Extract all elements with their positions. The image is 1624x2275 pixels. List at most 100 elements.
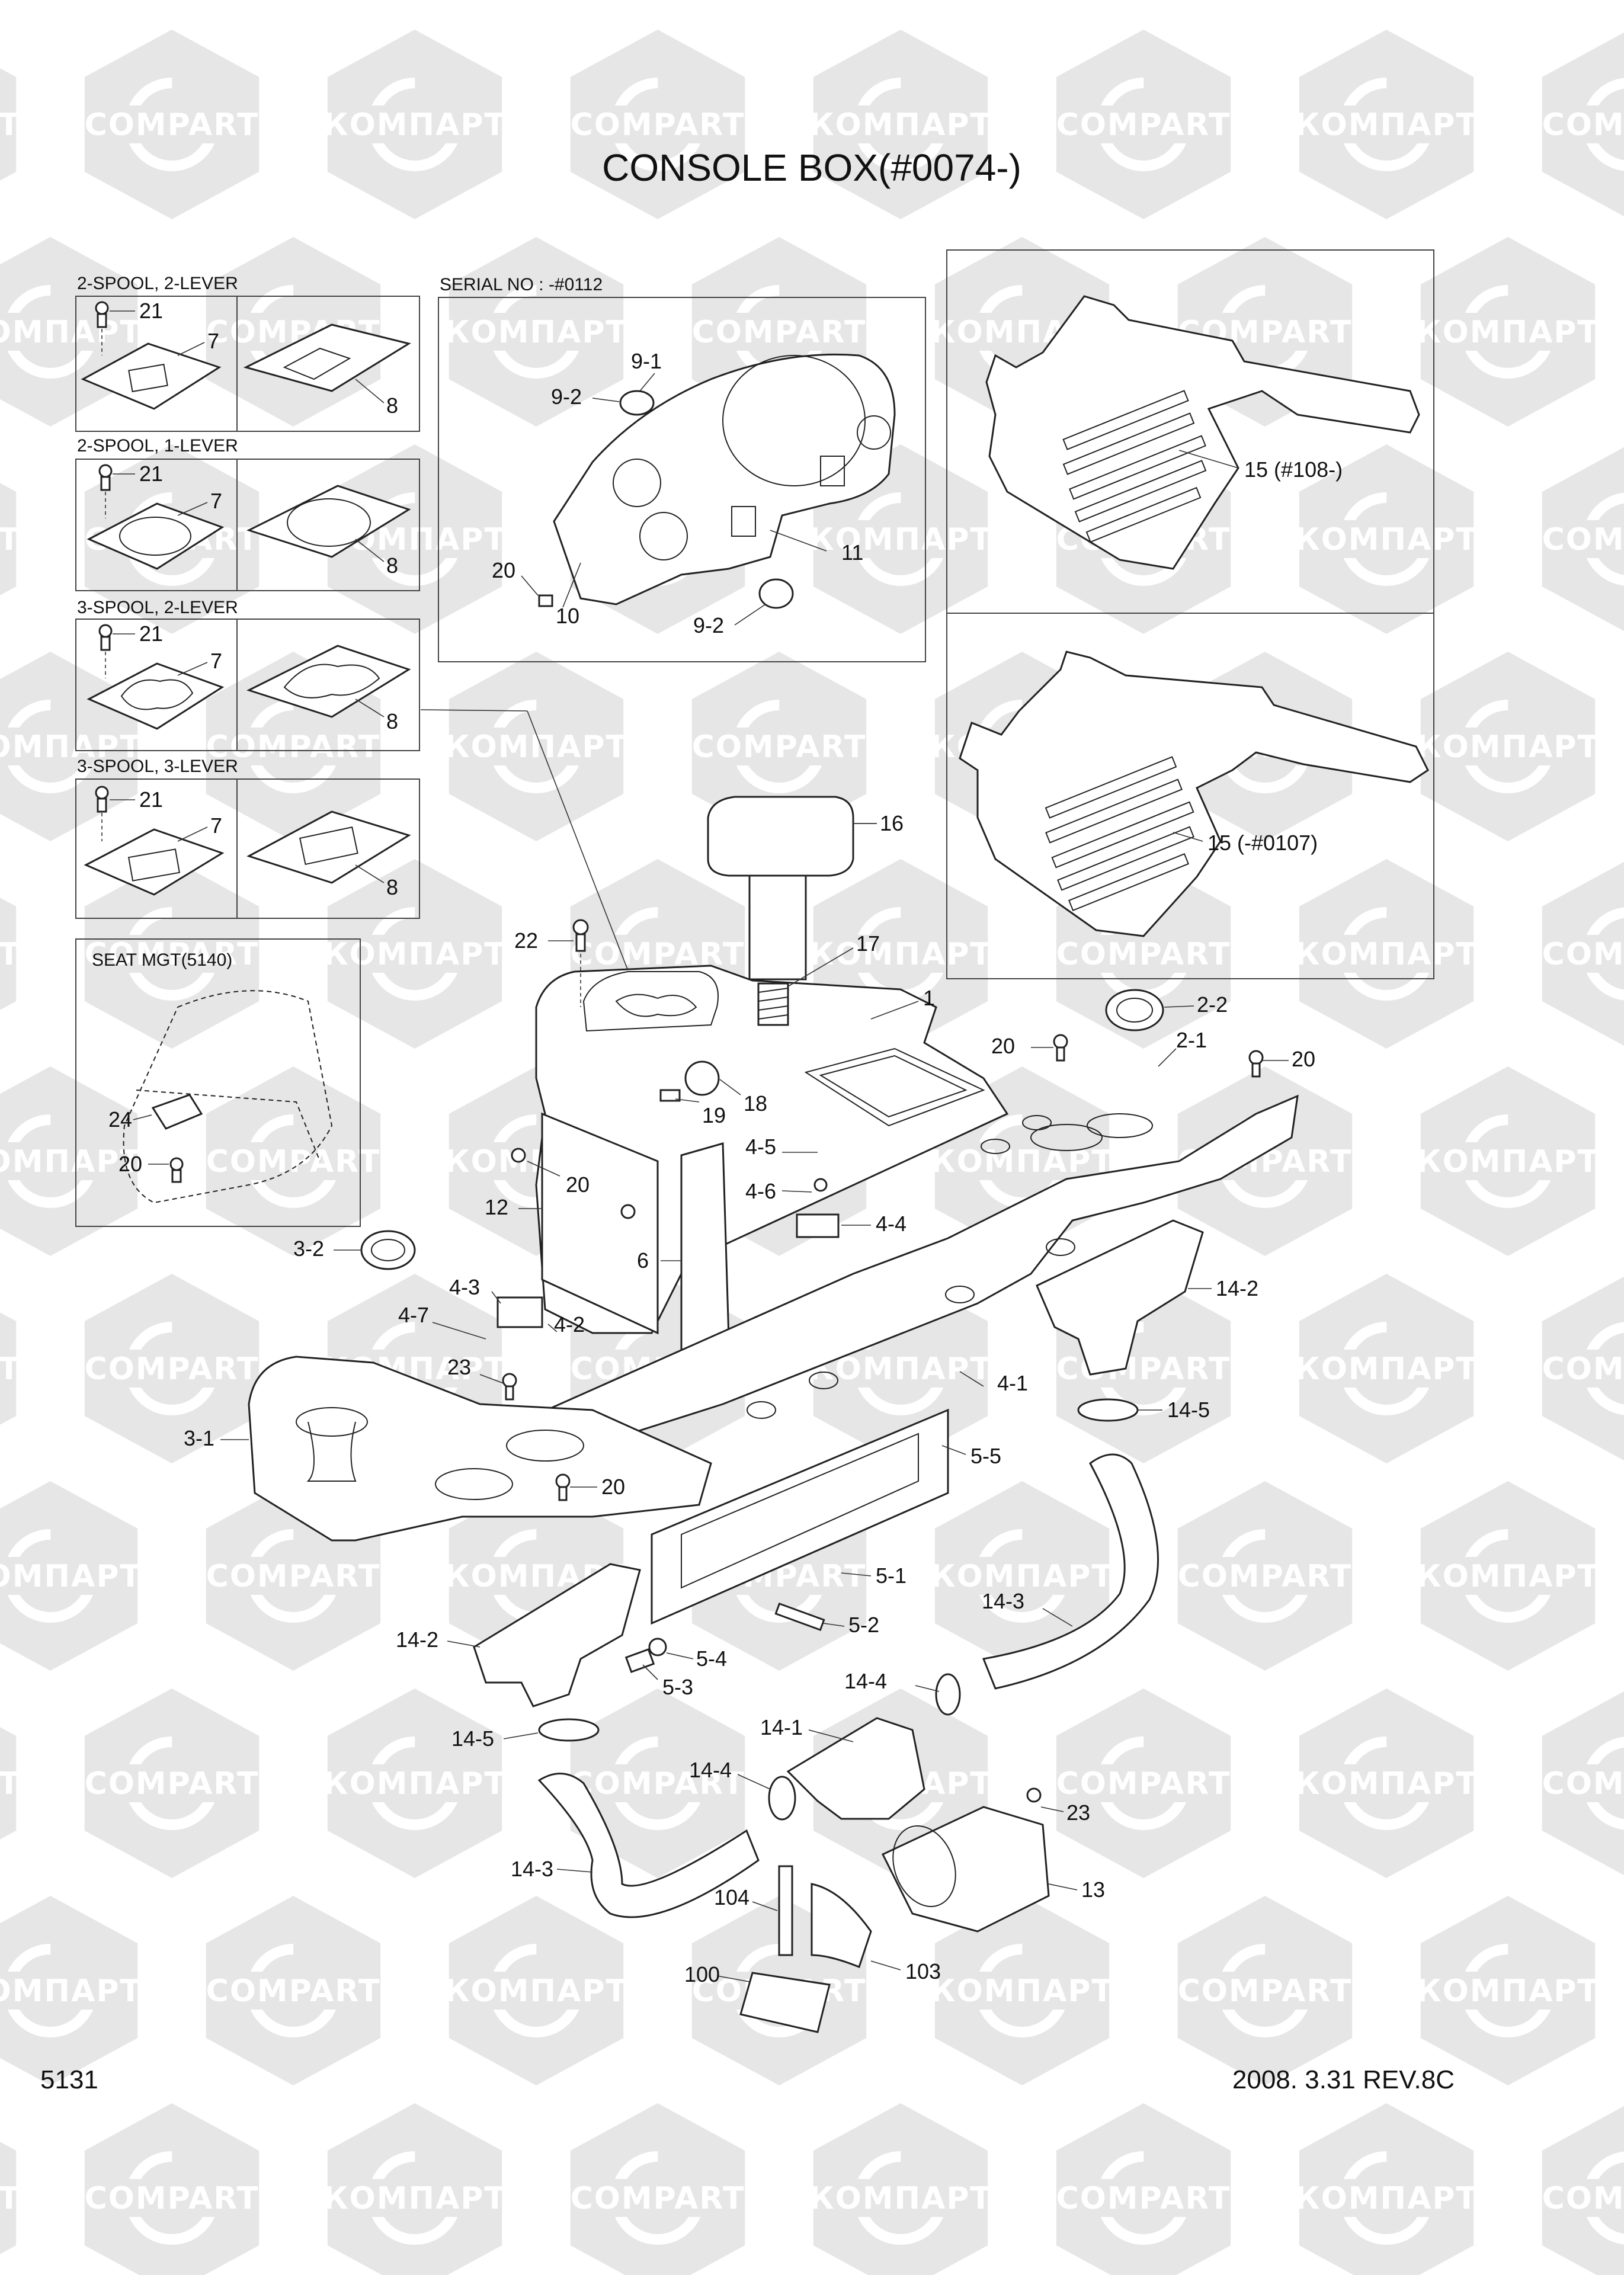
callout-label: 7 (207, 329, 219, 353)
callout-label: 103 (905, 1959, 941, 1984)
watermark-band (95, 105, 249, 143)
callout-label: 20 (601, 1475, 625, 1499)
callout-label: 12 (485, 1195, 508, 1219)
watermark-hexagon (0, 2142, 17, 2254)
watermark-text: КОМПАРТ (1416, 1559, 1600, 1594)
callout-label: 22 (514, 928, 538, 953)
watermark-band (1188, 1972, 1342, 2010)
switch-bracket (497, 1296, 543, 1328)
floor-slots-bottom (1045, 756, 1194, 911)
callout-label: 4-4 (876, 1212, 907, 1236)
watermark-text: КОМПАРТ (1295, 1766, 1478, 1802)
duct (473, 1563, 641, 1707)
watermark-hexagon (0, 68, 17, 181)
watermark-text: COMPART (206, 1973, 381, 2009)
watermark-text: COMPART (1056, 1766, 1231, 1802)
callout-label: 5-4 (696, 1646, 727, 1671)
watermark-band (95, 2179, 249, 2217)
watermark-text: КОМПАРТ (0, 1973, 142, 2009)
hose-clamp (768, 1776, 796, 1821)
callout-label: 14-4 (844, 1669, 887, 1693)
inset-serial-panel: SERIAL NO : -#0112 9-1 9-2 11 20 10 9-2 (438, 275, 926, 662)
filter (739, 1972, 831, 2033)
watermark-band (702, 728, 856, 765)
callout-label: 15 (-#0107) (1207, 831, 1318, 855)
watermark-band (0, 728, 127, 765)
floor-slots-top (1062, 390, 1207, 543)
watermark-hexagon (0, 1727, 17, 1840)
watermark-band (459, 1972, 613, 2010)
air-vent (360, 1230, 416, 1270)
inset-title: 2-SPOOL, 2-LEVER (77, 274, 238, 293)
watermark-text: КОМПАРТ (1295, 2181, 1478, 2216)
callout-label: 8 (386, 393, 398, 418)
callout-label: 14-4 (689, 1758, 732, 1782)
watermark-band (0, 1764, 6, 1802)
watermark-band (1552, 1350, 1624, 1388)
callout-label: 5-1 (876, 1563, 907, 1588)
watermark-band (945, 1557, 1099, 1595)
hose (537, 1773, 760, 1918)
filter-frame (811, 1883, 872, 1968)
watermark-hexagon (0, 483, 17, 595)
knob (684, 1060, 720, 1096)
watermark-band (1431, 1972, 1585, 2010)
watermark-band (824, 520, 978, 558)
watermark-text: COMPART (1542, 937, 1624, 972)
callout-label: 14-3 (511, 1857, 553, 1881)
inset-title: 3-SPOOL, 2-LEVER (77, 598, 238, 617)
inset-title: SERIAL NO : -#0112 (440, 275, 603, 294)
watermark-band (581, 1764, 735, 1802)
watermark-band (1431, 1142, 1585, 1180)
callout-label: 21 (139, 787, 163, 812)
watermark-hexagon (0, 898, 17, 1010)
inset-frame (75, 619, 420, 751)
watermark-band (0, 2179, 6, 2217)
inset-frame (75, 778, 420, 919)
inset-3-spool-2-lever: 3-SPOOL, 2-LEVER 21 7 8 (75, 598, 420, 751)
duct-tee (786, 1717, 925, 1820)
callout-label: 7 (210, 489, 222, 513)
watermark-text: КОМПАРТ (0, 729, 142, 765)
callout-label: 8 (386, 875, 398, 899)
callout-label: 6 (637, 1248, 649, 1273)
watermark-band (0, 1350, 6, 1388)
callout-label: 21 (139, 621, 163, 646)
hose-clamp (538, 1718, 600, 1742)
watermark-text: КОМПАРТ (0, 1766, 21, 1802)
watermark-text: COMPART (1056, 937, 1231, 972)
watermark-text: КОМПАРТ (809, 937, 992, 972)
hose (982, 1453, 1159, 1690)
callout-label: 8 (386, 553, 398, 578)
watermark-text: КОМПАРТ (1416, 729, 1600, 765)
air-vent (1105, 989, 1164, 1031)
watermark-band (1552, 105, 1624, 143)
callout-label: 11 (841, 540, 863, 565)
watermark-text: КОМПАРТ (0, 1351, 21, 1387)
callout-label: 7 (210, 649, 222, 673)
watermark-band (945, 1142, 1099, 1180)
watermark-band (1309, 935, 1463, 973)
watermark-band (0, 1557, 127, 1595)
watermark-text: КОМПАРТ (0, 522, 21, 557)
callout-label: 16 (880, 811, 904, 835)
callout-label: 20 (566, 1172, 590, 1197)
watermark-band (1066, 105, 1221, 143)
watermark-band (1552, 2179, 1624, 2217)
callout-label: 24 (108, 1107, 132, 1132)
watermark-text: КОМПАРТ (1295, 522, 1478, 557)
callout-label: 5-3 (662, 1675, 693, 1699)
main-callouts: 16 17 1 22 2-2 20 2-1 20 19 18 4-5 20 4-… (184, 811, 1315, 1986)
watermark-band (1431, 728, 1585, 765)
watermark-band (1066, 935, 1221, 973)
callout-label: 20 (492, 558, 515, 582)
watermark-text: КОМПАРТ (1416, 1973, 1600, 2009)
watermark-band (338, 1764, 492, 1802)
watermark-band (95, 935, 249, 973)
inset-frame (75, 296, 420, 432)
main-assembly: 16 17 1 22 2-2 20 2-1 20 19 18 4-5 20 4-… (184, 709, 1315, 2033)
callout-label: 4-1 (997, 1371, 1028, 1395)
watermark-text: COMPART (85, 107, 260, 143)
watermark-band (1431, 1557, 1585, 1595)
watermark-text: КОМПАРТ (1416, 315, 1600, 350)
